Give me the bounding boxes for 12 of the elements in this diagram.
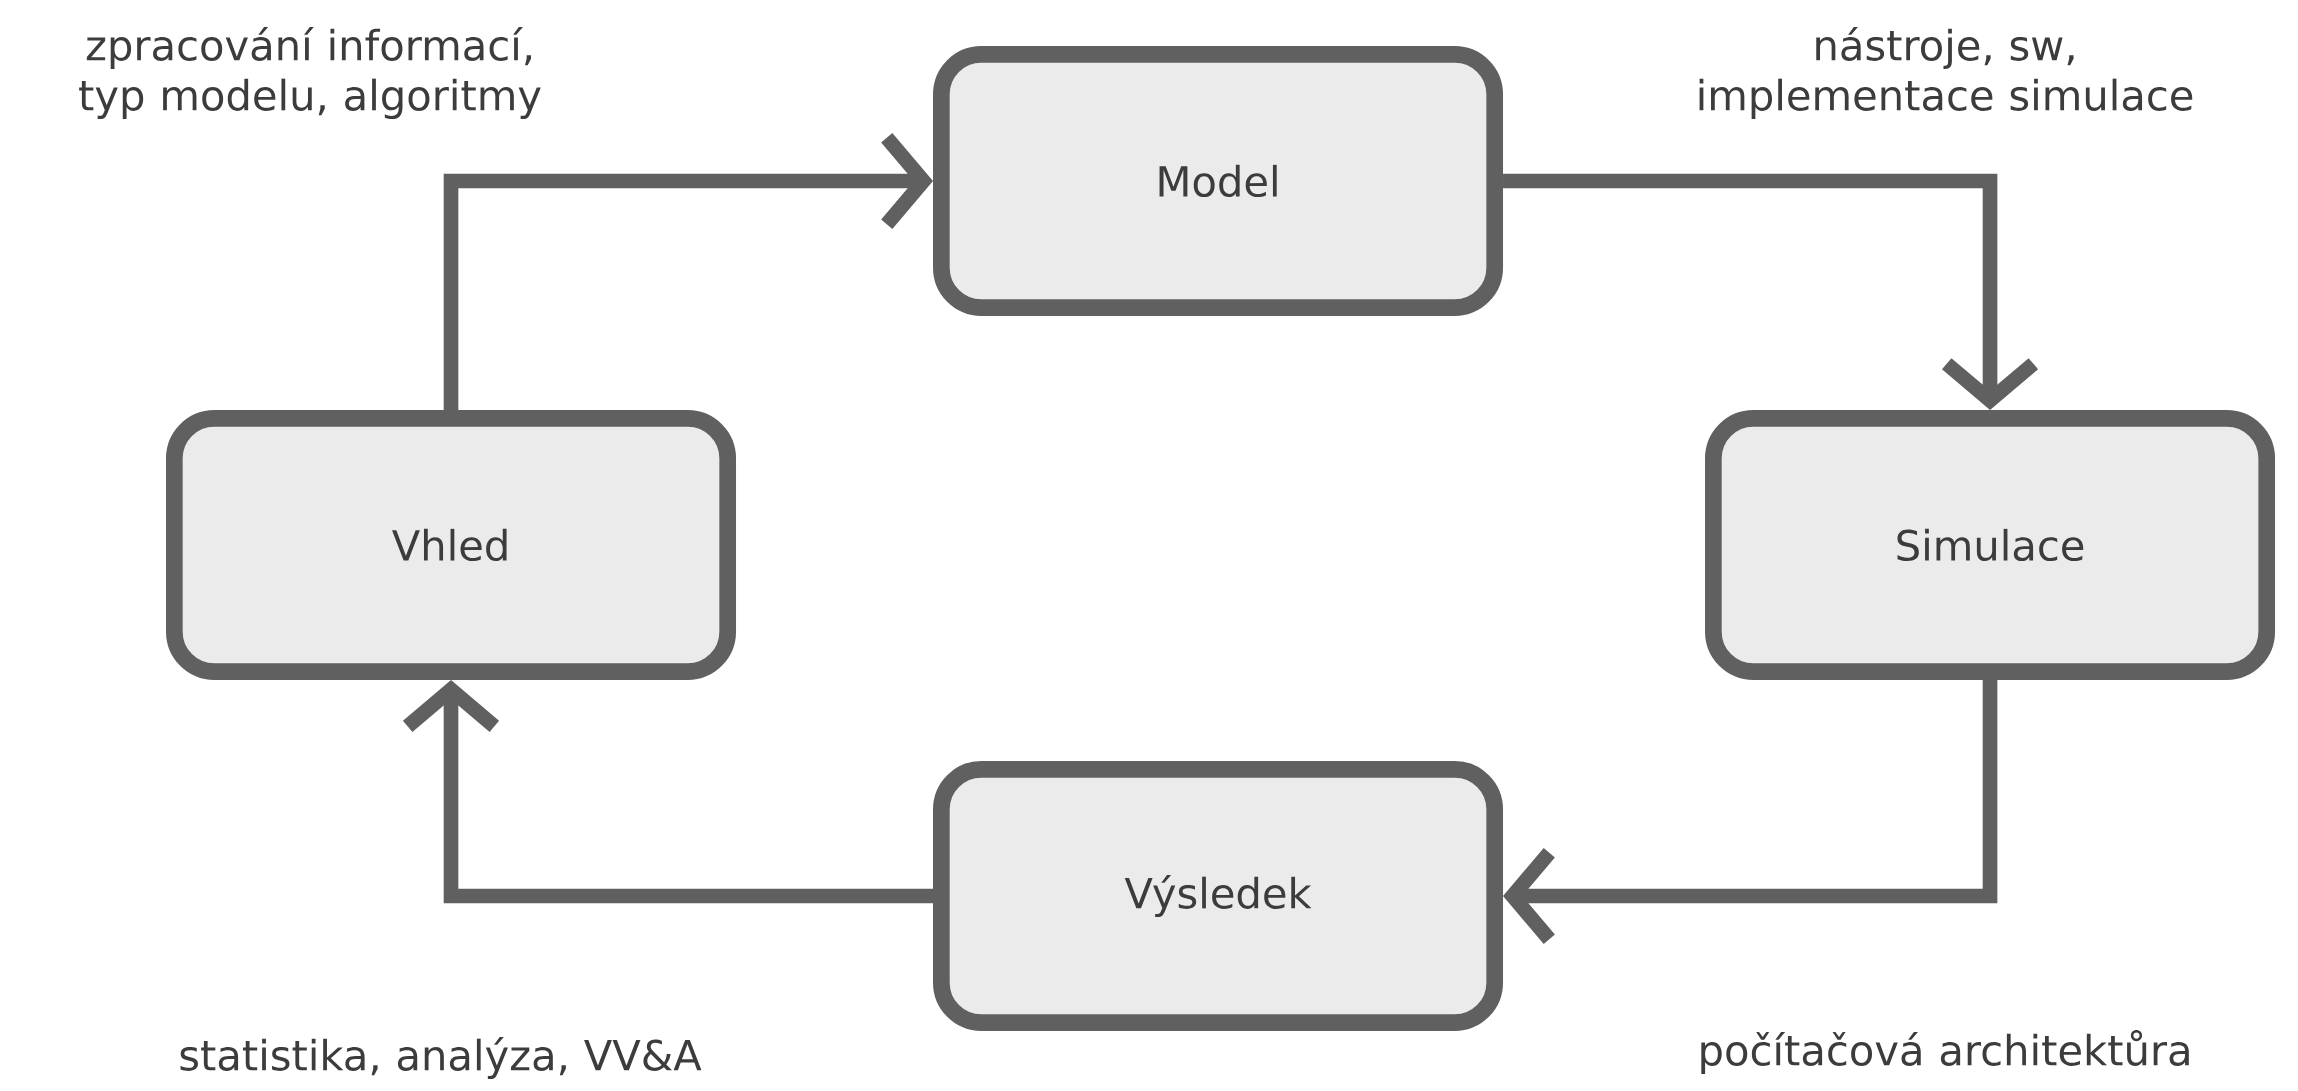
arrow — [1503, 680, 1998, 945]
process-box: Model — [933, 46, 1504, 316]
note-text: nástroje, sw, implementace simulace — [1699, 27, 2193, 119]
process-box: Výsledek — [933, 761, 1504, 1031]
arrow — [443, 132, 934, 410]
note-text: počítačová architektůra — [1701, 1029, 2189, 1075]
arrow — [402, 680, 933, 904]
process-box: Vhled — [166, 410, 736, 680]
process-box: Simulace — [1705, 410, 2276, 680]
arrow — [1503, 173, 2039, 410]
note-text: statistika, analýza, VV&A — [180, 1037, 702, 1079]
note-text: zpracování informací, typ modelu, algoritmy — [79, 27, 541, 119]
